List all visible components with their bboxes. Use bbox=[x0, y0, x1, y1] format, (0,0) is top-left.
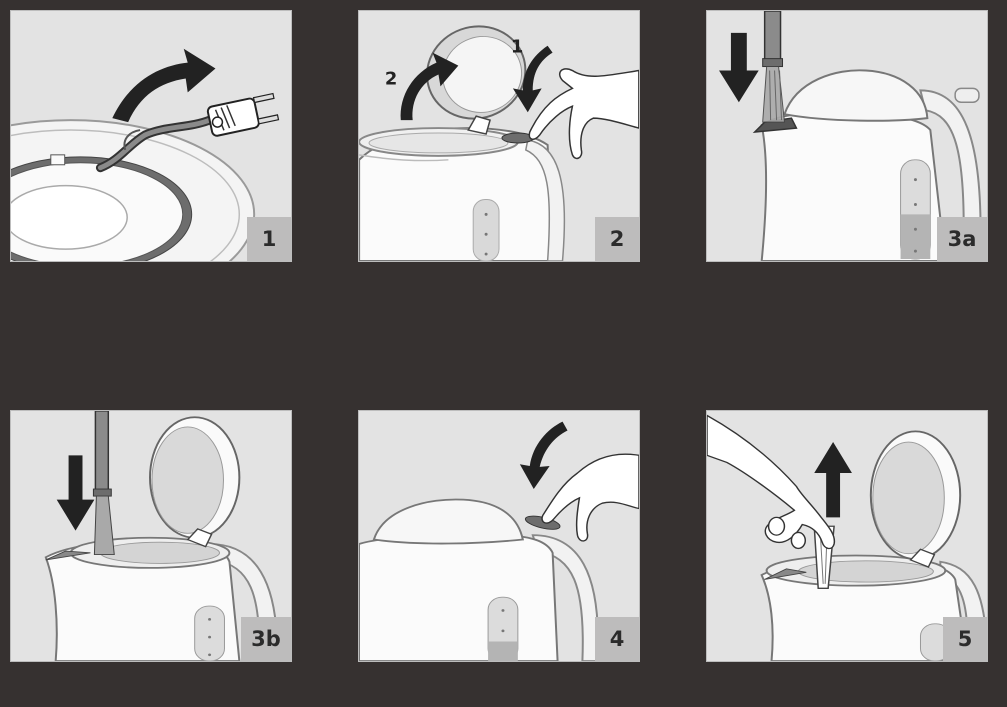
arrow-label-2: 2 bbox=[385, 68, 397, 89]
step-panel-4: 4 bbox=[358, 410, 640, 662]
step-number-badge: 1 bbox=[247, 217, 291, 261]
step-number-badge: 3a bbox=[937, 217, 987, 261]
step-number-badge: 3b bbox=[241, 617, 291, 661]
step-panel-3a: 3a bbox=[706, 10, 988, 262]
step-number-badge: 4 bbox=[595, 617, 639, 661]
step-number-badge: 2 bbox=[595, 217, 639, 261]
down-arrow-icon bbox=[719, 33, 759, 102]
power-plug-icon bbox=[207, 94, 279, 137]
step-panel-5: 5 bbox=[706, 410, 988, 662]
step-number-badge: 5 bbox=[943, 617, 987, 661]
down-arrow-icon bbox=[57, 455, 95, 530]
step-panel-3b: 3b bbox=[10, 410, 292, 662]
curved-arrow-icon bbox=[520, 422, 568, 489]
step-panel-1: 1 bbox=[10, 10, 292, 262]
curved-arrow-icon bbox=[112, 49, 215, 122]
arrow-label-1: 1 bbox=[511, 37, 523, 58]
step-panel-2: 1 2 2 bbox=[358, 10, 640, 262]
up-arrow-icon bbox=[814, 442, 852, 517]
